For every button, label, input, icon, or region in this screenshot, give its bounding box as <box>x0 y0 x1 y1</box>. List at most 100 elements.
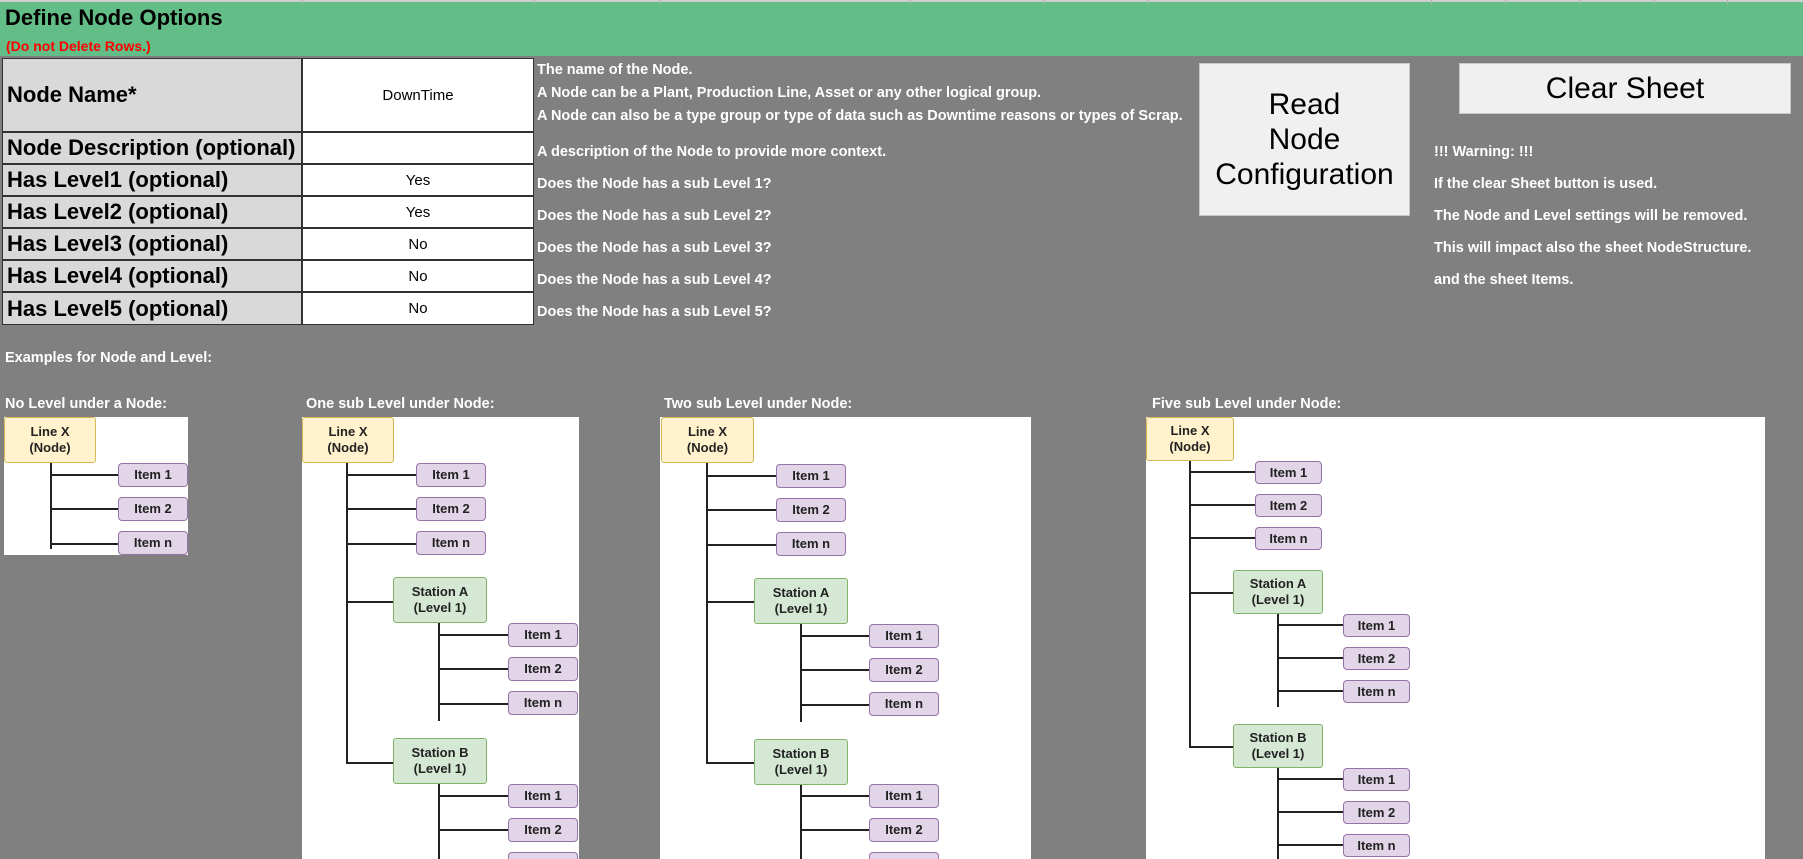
warning-line3: The Node and Level settings will be remo… <box>1434 208 1748 224</box>
input-node-description[interactable] <box>302 132 534 164</box>
item-2-node: Item 2 <box>1255 494 1322 517</box>
label-has-level4: Has Level4 (optional) <box>2 260 302 292</box>
desc-level4: Does the Node has a sub Level 4? <box>537 272 772 288</box>
item-n-node: Item n <box>776 532 846 556</box>
item-1-node: Item 1 <box>118 463 188 487</box>
desc-level2: Does the Node has a sub Level 2? <box>537 208 772 224</box>
input-has-level2[interactable]: Yes <box>302 196 534 228</box>
node-line-x: Line X(Node) <box>661 417 754 463</box>
item-1-node: Item 1 <box>508 784 578 808</box>
item-2-node: Item 2 <box>1343 801 1410 824</box>
warning-line5: and the sheet Items. <box>1434 272 1574 288</box>
read-button-line1: Read <box>1268 88 1341 121</box>
examples-heading: Examples for Node and Level: <box>5 350 213 366</box>
node-tag: (Node) <box>686 440 729 455</box>
item-2-node: Item 2 <box>869 818 939 842</box>
input-node-name[interactable]: DownTime <box>302 58 534 132</box>
clear-sheet-button[interactable]: Clear Sheet <box>1459 63 1791 114</box>
item-n-node: Item n <box>1343 680 1410 703</box>
desc-node-name-3: A Node can also be a type group or type … <box>537 108 1183 124</box>
level1-tag: (Level 1) <box>1251 592 1305 607</box>
item-2-node: Item 2 <box>776 498 846 522</box>
desc-level3: Does the Node has a sub Level 3? <box>537 240 772 256</box>
example-five-level-title: Five sub Level under Node: <box>1152 396 1342 412</box>
example-no-level-diagram: Line X(Node) Item 1 Item 2 Item n <box>4 417 188 555</box>
item-n-node: Item n <box>416 531 486 555</box>
node-line-label: Line X <box>30 424 70 439</box>
label-has-level1: Has Level1 (optional) <box>2 164 302 196</box>
input-has-level3[interactable]: No <box>302 228 534 260</box>
item-1-node: Item 1 <box>1343 614 1410 637</box>
item-1-node: Item 1 <box>776 464 846 488</box>
node-tag: (Node) <box>327 440 369 455</box>
station-b-node: Station B(Level 1) <box>1233 724 1323 768</box>
input-has-level4[interactable]: No <box>302 260 534 292</box>
station-a-label: Station A <box>1249 576 1307 591</box>
read-button-line3: Configuration <box>1215 158 1394 191</box>
label-has-level3: Has Level3 (optional) <box>2 228 302 260</box>
node-line-x: Line X(Node) <box>1146 417 1234 461</box>
level1-tag: (Level 1) <box>413 761 467 776</box>
item-1-node: Item 1 <box>1343 768 1410 791</box>
level1-tag: (Level 1) <box>1251 746 1305 761</box>
read-node-configuration-button[interactable]: Read Node Configuration <box>1199 63 1410 216</box>
example-two-level-diagram: Line X(Node) Item 1 Item 2 Item n Statio… <box>660 417 1031 859</box>
example-no-level-title: No Level under a Node: <box>5 396 167 412</box>
item-n-node: Item n <box>1343 834 1410 857</box>
station-b-label: Station B <box>772 746 830 761</box>
label-node-description: Node Description (optional) <box>2 132 302 164</box>
node-line-label: Line X <box>328 424 368 439</box>
label-has-level5: Has Level5 (optional) <box>2 292 302 325</box>
item-n-node: Item n <box>118 531 188 555</box>
item-2-node: Item 2 <box>508 657 578 681</box>
station-b-label: Station B <box>411 745 469 760</box>
station-b-node: Station B(Level 1) <box>393 738 487 784</box>
item-1-node: Item 1 <box>1255 461 1322 484</box>
input-has-level1[interactable]: Yes <box>302 164 534 196</box>
level1-tag: (Level 1) <box>774 762 828 777</box>
page-title: Define Node Options <box>5 5 223 30</box>
station-a-label: Station A <box>411 584 469 599</box>
label-has-level2: Has Level2 (optional) <box>2 196 302 228</box>
item-n-node: Item n <box>1255 527 1322 550</box>
node-line-label: Line X <box>1170 423 1210 438</box>
item-2-node: Item 2 <box>118 497 188 521</box>
item-2-node: Item 2 <box>1343 647 1410 670</box>
item-n-node: Item n <box>508 691 578 715</box>
desc-node-name-2: A Node can be a Plant, Production Line, … <box>537 85 1042 101</box>
item-n-node: Item n <box>869 852 939 859</box>
example-one-level-title: One sub Level under Node: <box>306 396 495 412</box>
item-1-node: Item 1 <box>869 784 939 808</box>
item-n-node: Item n <box>869 692 939 716</box>
desc-node-name-1: The name of the Node. <box>537 62 693 78</box>
sheet-header <box>0 0 1803 56</box>
read-button-line2: Node <box>1268 123 1341 156</box>
node-line-x: Line X(Node) <box>302 417 394 463</box>
warning-subtitle: (Do not Delete Rows.) <box>6 38 151 54</box>
station-a-node: Station A(Level 1) <box>754 578 848 624</box>
station-b-node: Station B(Level 1) <box>754 739 848 785</box>
node-tag: (Node) <box>1169 439 1211 454</box>
example-one-level-diagram: Line X(Node) Item 1 Item 2 Item n Statio… <box>302 417 579 859</box>
item-1-node: Item 1 <box>416 463 486 487</box>
desc-node-description: A description of the Node to provide mor… <box>537 144 887 160</box>
desc-level5: Does the Node has a sub Level 5? <box>537 304 772 320</box>
label-node-name: Node Name* <box>2 58 302 132</box>
item-2-node: Item 2 <box>869 658 939 682</box>
item-n-node: Item n <box>508 852 578 859</box>
station-b-label: Station B <box>1249 730 1307 745</box>
node-tag: (Node) <box>29 440 71 455</box>
station-a-node: Station A(Level 1) <box>1233 570 1323 614</box>
warning-line2: If the clear Sheet button is used. <box>1434 176 1658 192</box>
example-five-level-diagram: Line X(Node) Item 1 Item 2 Item n Statio… <box>1146 417 1765 859</box>
desc-level1: Does the Node has a sub Level 1? <box>537 176 772 192</box>
warning-line1: !!! Warning: !!! <box>1434 144 1534 160</box>
node-line-label: Line X <box>687 424 727 439</box>
station-a-label: Station A <box>772 585 830 600</box>
level1-tag: (Level 1) <box>413 600 467 615</box>
item-2-node: Item 2 <box>416 497 486 521</box>
warning-line4: This will impact also the sheet NodeStru… <box>1434 240 1752 256</box>
node-line-x: Line X(Node) <box>4 417 96 463</box>
input-has-level5[interactable]: No <box>302 292 534 325</box>
level1-tag: (Level 1) <box>774 601 828 616</box>
